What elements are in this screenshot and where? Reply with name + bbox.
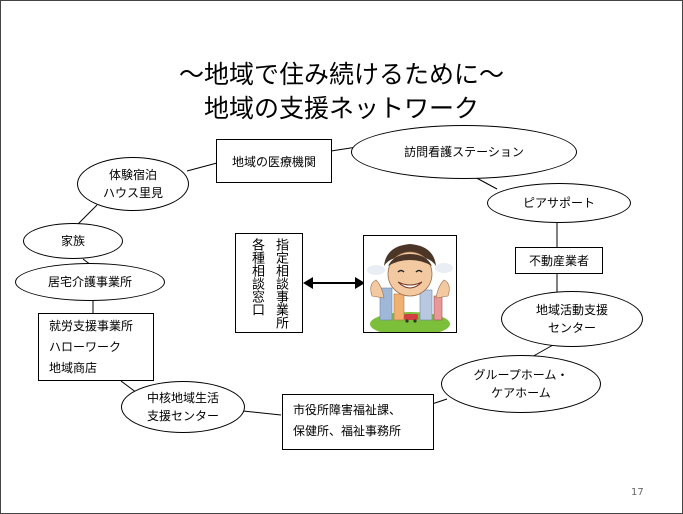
double-headed-arrow-icon — [303, 277, 365, 289]
node-medical: 地域の医療機関 — [216, 139, 332, 183]
consult-col1: 指定相談事業所 — [273, 238, 288, 329]
node-visiting-nursing: 訪問看護ステーション — [351, 125, 577, 179]
node-experience-stay-line1: 体験宿泊 — [108, 168, 157, 182]
node-real-estate-label: 不動産業者 — [528, 254, 589, 268]
node-group-home: グループホーム・ ケアホーム — [441, 355, 601, 413]
person-illustration — [363, 235, 457, 333]
node-activity-center-line2: センター — [547, 321, 596, 335]
node-work-support: 就労支援事業所 ハローワーク 地域商店 — [38, 313, 154, 381]
node-experience-stay: 体験宿泊 ハウス里見 — [77, 157, 189, 211]
link-family-stay — [76, 204, 98, 226]
node-work-support-line3: 地域商店 — [49, 361, 98, 375]
node-visiting-nursing-label: 訪問看護ステーション — [404, 145, 524, 159]
link-stay-medical — [186, 162, 218, 172]
smiling-person-with-city-icon — [364, 236, 456, 332]
node-core-center-line1: 中核地域生活 — [146, 391, 219, 405]
node-home-care: 居宅介護事業所 — [15, 263, 165, 301]
node-activity-center: 地域活動支援 センター — [501, 291, 643, 347]
node-core-center: 中核地域生活 支援センター — [121, 381, 245, 433]
title-line2: 地域の支援ネットワーク — [203, 94, 479, 123]
node-group-home-line1: グループホーム・ — [473, 368, 569, 382]
node-family: 家族 — [23, 223, 123, 259]
node-real-estate: 不動産業者 — [515, 247, 603, 274]
node-work-support-line1: 就労支援事業所 — [49, 319, 134, 333]
node-home-care-label: 居宅介護事業所 — [47, 275, 132, 289]
node-consultation: 指定相談事業所 各種相談窓口 — [235, 233, 303, 333]
consult-col2: 各種相談窓口 — [249, 238, 264, 316]
node-group-home-line2: ケアホーム — [491, 386, 551, 400]
node-experience-stay-line2: ハウス里見 — [102, 186, 163, 200]
node-city-hall: 市役所障害福祉課、 保健所、福祉事務所 — [282, 394, 434, 450]
node-work-support-line2: ハローワーク — [49, 340, 122, 354]
node-medical-label: 地域の医療機関 — [231, 154, 316, 169]
node-family-label: 家族 — [60, 234, 85, 248]
node-peer-support: ピアサポート — [487, 183, 631, 223]
node-city-hall-line1: 市役所障害福祉課、 — [293, 403, 402, 417]
node-peer-support-label: ピアサポート — [522, 196, 595, 210]
node-activity-center-line1: 地域活動支援 — [535, 303, 608, 317]
node-core-center-line2: 支援センター — [146, 409, 219, 423]
link-cityhall-core — [242, 410, 282, 416]
title-line1: ～地域で住み続けるために～ — [178, 60, 504, 89]
node-city-hall-line2: 保健所、福祉事務所 — [293, 424, 402, 438]
page-number: 17 — [631, 487, 644, 498]
